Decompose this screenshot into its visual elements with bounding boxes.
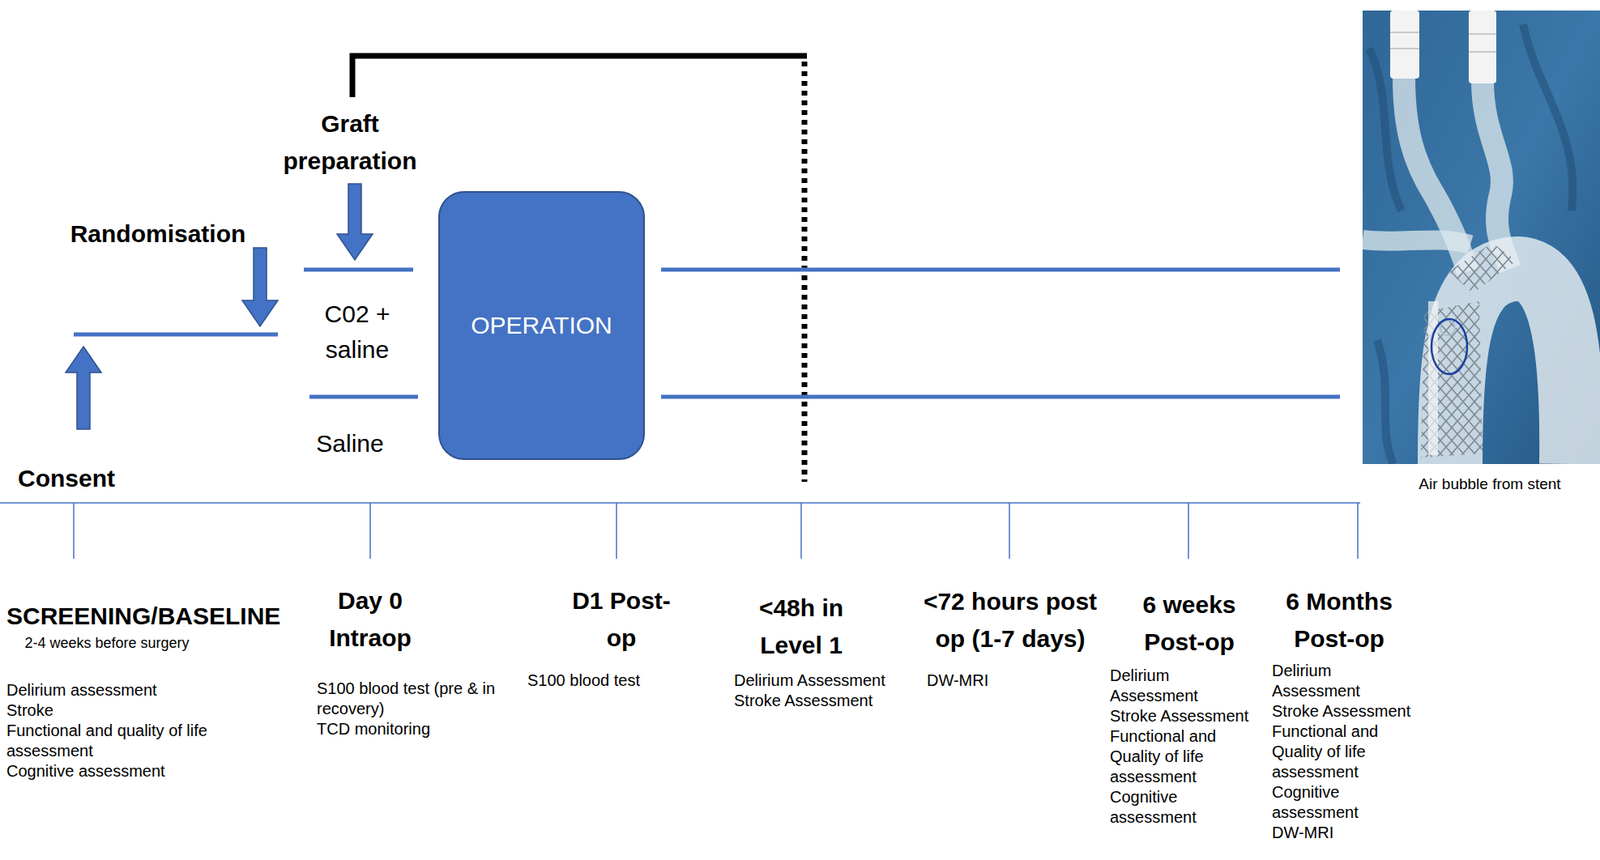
flow-line xyxy=(73,332,278,338)
timepoint-heading: 6 Months Post-op xyxy=(1274,583,1404,658)
timepoint-tasks: DW-MRI xyxy=(926,670,1049,692)
timeline-tick xyxy=(72,503,75,559)
assessment-item: Stroke Assessment xyxy=(733,691,913,712)
timepoint-tasks: Delirium AssessmentStroke AssessmentFunc… xyxy=(1109,665,1256,828)
timepoint-tasks: Delirium AssessmentStroke AssessmentFunc… xyxy=(1271,661,1418,844)
assessment-item: DW-MRI xyxy=(926,670,1049,692)
process-label: OPERATION xyxy=(470,310,612,342)
stent-graft xyxy=(1448,243,1517,294)
timeline-tick xyxy=(1356,503,1359,559)
timeline-axis xyxy=(0,502,1361,504)
timeline-tick xyxy=(1187,503,1190,559)
tube-connector xyxy=(1390,10,1420,79)
arm-line xyxy=(661,395,1340,400)
tube-connector xyxy=(1468,10,1497,84)
assessment-item: Delirium Assessment xyxy=(733,670,913,692)
assessment-item: Delirium Assessment xyxy=(1271,661,1418,702)
assessment-item: Delirium assessment xyxy=(6,680,226,701)
connector-ridge xyxy=(1390,32,1497,52)
assessment-item: Functional and Quality of life assessmen… xyxy=(1271,721,1418,783)
timeline-tick xyxy=(615,503,618,559)
photo-background xyxy=(1362,10,1600,465)
model-tube xyxy=(1403,76,1468,272)
graft-fabric xyxy=(1428,301,1438,456)
timeline-tick xyxy=(800,503,803,559)
timepoint-tasks: Delirium assessmentStrokeFunctional and … xyxy=(6,680,226,782)
assessment-item: DW-MRI xyxy=(1271,823,1418,844)
bubble-highlight xyxy=(1431,319,1468,375)
arm-label: C02 + saline xyxy=(308,296,406,368)
timepoint-heading: Day 0 Intraop xyxy=(309,582,431,658)
assessment-item: Stroke Assessment xyxy=(1109,706,1256,727)
arm-line xyxy=(661,268,1340,273)
assessment-item: Delirium Assessment xyxy=(1109,665,1256,707)
assessment-item: Stroke Assessment xyxy=(1271,701,1418,722)
assessment-item: S100 blood test xyxy=(527,670,690,692)
timepoint-tasks: S100 blood test (pre & in recovery)TCD m… xyxy=(316,678,508,740)
block-arrow xyxy=(337,183,373,261)
assessment-item: Cognitive assessment xyxy=(1109,787,1256,828)
timepoint-tasks: Delirium AssessmentStroke Assessment xyxy=(733,670,913,712)
assessment-item: Functional and Quality of life assessmen… xyxy=(1109,726,1256,788)
timepoint-heading: <48h in Level 1 xyxy=(740,589,862,665)
air-bubble xyxy=(1440,320,1455,336)
step-label: Randomisation xyxy=(70,215,247,253)
arm-label: Saline xyxy=(315,426,384,462)
timepoint-heading: D1 Post-op xyxy=(568,582,675,658)
arm-line xyxy=(303,268,414,273)
assessment-item: TCD monitoring xyxy=(316,719,508,740)
step-label: Graft preparation xyxy=(268,105,431,180)
timepoint-heading: <72 hours post op (1-7 days) xyxy=(913,583,1108,658)
block-arrow xyxy=(242,247,278,327)
stent-graft xyxy=(1420,301,1483,458)
assessment-item: Cognitive assessment xyxy=(6,761,226,782)
assessment-item: Stroke xyxy=(6,700,226,722)
block-arrow xyxy=(65,346,102,430)
assessment-item: Functional and quality of life assessmen… xyxy=(6,721,226,762)
arm-line xyxy=(309,395,419,400)
stent-photo xyxy=(1362,10,1600,465)
timeline-tick xyxy=(369,503,372,559)
timeline-tick xyxy=(1008,503,1011,559)
timepoint-note: 2-4 weeks before surgery xyxy=(24,633,189,653)
photo-caption: Air bubble from stent xyxy=(1418,474,1561,495)
timepoint-heading: SCREENING/BASELINE xyxy=(6,597,281,636)
bracket xyxy=(352,55,807,98)
timepoint-tasks: S100 blood test xyxy=(527,670,690,692)
assessment-item: S100 blood test (pre & in recovery) xyxy=(316,678,508,720)
timepoint-heading: 6 weeks Post-op xyxy=(1124,586,1255,662)
assessment-item: Cognitive assessment xyxy=(1271,782,1418,824)
step-label: Consent xyxy=(17,460,116,498)
process-box: OPERATION xyxy=(438,191,645,461)
